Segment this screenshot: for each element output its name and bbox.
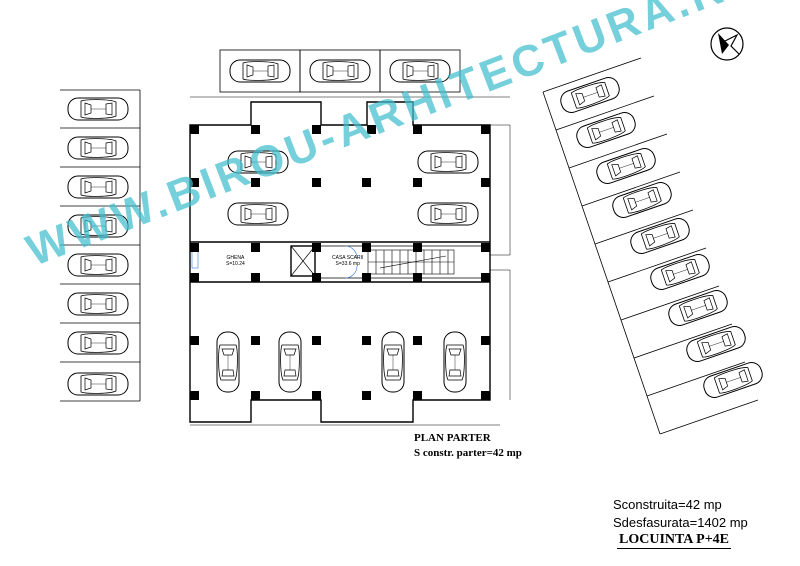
car-icon — [229, 59, 291, 83]
car-icon — [309, 59, 371, 83]
car-icon — [647, 251, 713, 293]
car-icon — [67, 97, 129, 121]
parking-left — [60, 89, 141, 402]
car-icon — [278, 331, 302, 393]
car-icon — [67, 331, 129, 355]
car-icon — [443, 331, 467, 393]
room-label-stair: CASA SCARII S=33.6 mp — [332, 255, 363, 267]
room-name: CASA SCARII — [332, 255, 364, 261]
site-outline — [190, 96, 511, 426]
plan-subtitle: S constr. parter=42 mp — [414, 447, 522, 459]
parking-right — [542, 57, 759, 435]
project-title: LOCUINTA P+4E — [617, 532, 732, 549]
car-icon — [417, 202, 479, 226]
car-icon — [665, 287, 731, 329]
room-name: GHENA — [226, 255, 245, 261]
car-icon — [227, 202, 289, 226]
staircase — [367, 249, 455, 275]
room-area: S=10.24 — [226, 261, 245, 267]
car-icon — [573, 109, 639, 151]
built-area: Sconstruita=42 mp — [613, 497, 722, 512]
car-icon — [557, 74, 623, 116]
plan-title: PLAN PARTER — [414, 432, 491, 444]
car-icon — [67, 372, 129, 396]
car-icon — [417, 150, 479, 174]
room-area: S=33.6 mp — [335, 261, 360, 267]
car-icon — [627, 215, 693, 257]
car-icon — [216, 331, 240, 393]
structural-columns — [190, 125, 490, 400]
car-icon — [609, 179, 675, 221]
developed-area: Sdesfasurata=1402 mp — [613, 515, 748, 530]
car-icon — [381, 331, 405, 393]
car-icon — [593, 145, 659, 187]
north-arrow-icon — [710, 27, 744, 61]
parking-top — [219, 49, 461, 93]
room-label-ghena: GHENA S=10.24 — [226, 255, 245, 267]
car-icon — [67, 292, 129, 316]
car-icon — [67, 136, 129, 160]
